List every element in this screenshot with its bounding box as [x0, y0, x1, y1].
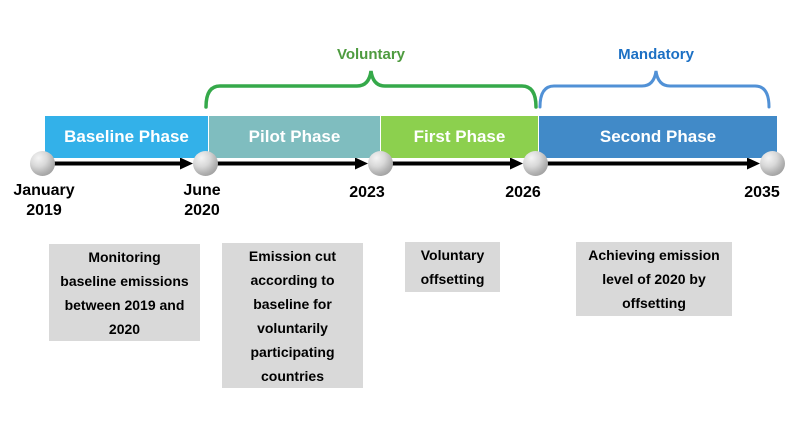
milestone-label-january-2019: January 2019 — [13, 182, 75, 219]
phase-bar-pilot: Pilot Phase — [209, 116, 380, 158]
mandatory-bracket-label: Mandatory — [618, 46, 694, 63]
timeline-node-2023 — [368, 151, 393, 176]
phase-bar-first: First Phase — [381, 116, 538, 158]
phase-label-second: Second Phase — [599, 127, 717, 146]
phase-label-baseline: Baseline Phase — [64, 127, 189, 146]
timeline-node-2035 — [760, 151, 785, 176]
timeline-node-january-2019 — [30, 151, 55, 176]
milestone-label-2026: 2026 — [505, 184, 541, 201]
milestone-label-june-2020: June 2020 — [183, 182, 221, 219]
phase-label-pilot: Pilot Phase — [248, 127, 341, 146]
timeline-node-2026 — [523, 151, 548, 176]
note-box-emission-cut: Emission cut according to baseline for v… — [222, 243, 363, 388]
timeline-arrows-icon — [42, 157, 760, 170]
milestone-label-2035: 2035 — [744, 184, 780, 201]
phase-bar-second: Second Phase — [539, 116, 777, 158]
phase-bar-baseline: Baseline Phase — [45, 116, 208, 158]
voluntary-brace-icon — [204, 70, 538, 109]
milestone-label-2023: 2023 — [349, 184, 385, 201]
voluntary-bracket-label: Voluntary — [336, 46, 406, 63]
phase-label-first: First Phase — [413, 127, 506, 146]
note-box-achieving-emission-level: Achieving emission level of 2020 by offs… — [576, 242, 732, 316]
mandatory-brace-icon — [538, 70, 771, 109]
note-box-voluntary-offsetting: Voluntary offsetting — [405, 242, 500, 292]
timeline-node-june-2020 — [193, 151, 218, 176]
note-box-monitoring-baseline: Monitoring baseline emissions between 20… — [49, 244, 200, 341]
